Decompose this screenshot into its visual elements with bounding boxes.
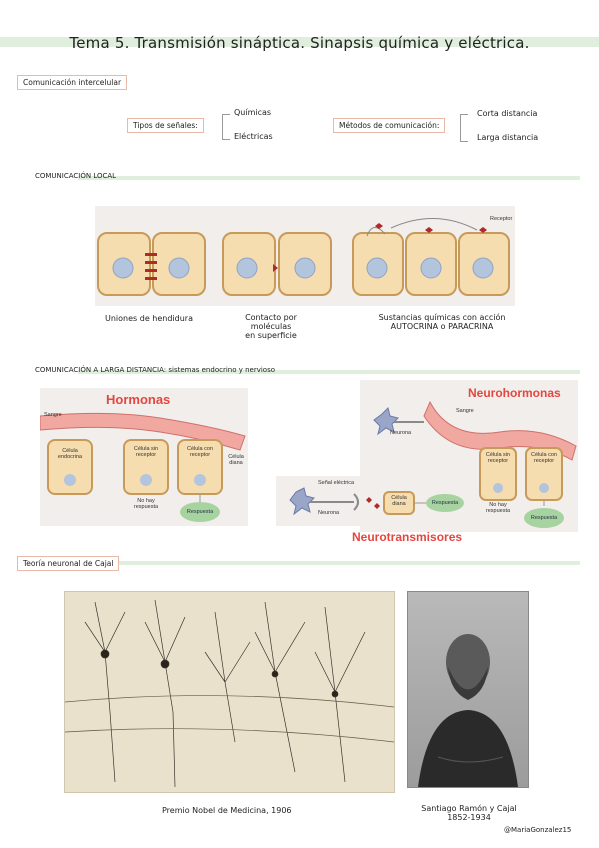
caption-autocrine-line2: AUTOCRINA o PARACRINA [390,322,494,331]
cajal-portrait [407,591,529,788]
section-underline-cajal [100,561,580,565]
hormonas-no-response: No hay respuesta [133,498,159,510]
caption-contact: Contacto por moléculas en superficie [226,313,316,340]
hormonas-response: Respuesta [180,502,220,522]
section-label-intercellular: Comunicación intercelular [17,75,128,90]
neurohormonas-response: Respuesta [524,508,564,528]
signal-option-chemical: Químicas [234,108,272,117]
caption-gap-junction: Uniones de hendidura [105,314,193,323]
signal-types-bracket [222,114,230,140]
neurotransmisores-neurona: Neurona [318,510,340,516]
hormonas-cell-receptor: Célula con receptor [187,446,213,458]
section-underline-long [78,370,580,374]
neurohormonas-cell-receptor: Célula con receptor [531,452,557,464]
neurohormonas-sangre: Sangre [456,408,474,414]
neurotransmisores-signal: Señal eléctrica [318,480,355,486]
signal-types-box: Tipos de señales: [127,118,204,133]
signal-option-electric: Eléctricas [234,132,273,141]
neurotransmisores-figure: Señal eléctrica Neurona Célula diana Res… [276,476,468,526]
neurotransmisores-response: Respuesta [426,494,464,512]
cajal-drawing [64,591,395,793]
page-title: Tema 5. Transmisión sináptica. Sinapsis … [69,34,530,52]
caption-contact-line1: Contacto por moléculas [245,313,297,331]
caption-portrait-name: Santiago Ramón y Cajal [421,804,517,813]
caption-portrait-dates: 1852-1934 [447,813,491,822]
neurohormonas-no-response: No hay respuesta [485,502,511,514]
hormonas-sangre: Sangre [44,412,62,418]
caption-contact-line2: en superficie [245,331,297,340]
hormonas-figure: Hormonas Sangre Célula endocrina Célula … [40,388,248,526]
caption-nobel: Premio Nobel de Medicina, 1906 [162,806,292,815]
method-option-short: Corta distancia [477,109,538,118]
caption-autocrine: Sustancias químicas con acción AUTOCRINA… [362,313,522,331]
local-figure: Receptor [95,206,515,306]
hormonas-cell-no-receptor: Célula sin receptor [133,446,159,458]
method-option-long: Larga distancia [477,133,539,142]
title-highlight [0,37,599,47]
author-credit: @MariaGonzalez15 [504,826,572,834]
neurohormonas-neurona: Neurona [390,430,412,436]
methods-bracket [460,114,468,142]
neurohormonas-cell-no-receptor: Célula sin receptor [485,452,511,464]
neurotransmisores-diana: Célula diana [391,495,407,507]
section-label-cajal: Teoría neuronal de Cajal [17,556,120,571]
hormonas-diana: Célula diana [228,454,244,466]
caption-autocrine-line1: Sustancias químicas con acción [378,313,506,322]
methods-box: Métodos de comunicación: [333,118,446,133]
neurotransmisores-title: Neurotransmisores [352,530,463,544]
receptor-label: Receptor [490,216,513,222]
section-underline-local [78,176,580,180]
neurohormonas-figure: Neurohormonas Sangre Neurona Célula sin … [360,380,578,532]
hormonas-title: Hormonas [106,392,171,407]
neurohormonas-title: Neurohormonas [468,386,561,400]
section-label-local: COMUNICACIÓN LOCAL [35,172,117,180]
caption-portrait: Santiago Ramón y Cajal 1852-1934 [414,804,524,822]
section-label-long: COMUNICACIÓN A LARGA DISTANCIA: sistemas… [35,366,276,374]
hormonas-cell-endocrine: Célula endocrina [57,448,83,460]
